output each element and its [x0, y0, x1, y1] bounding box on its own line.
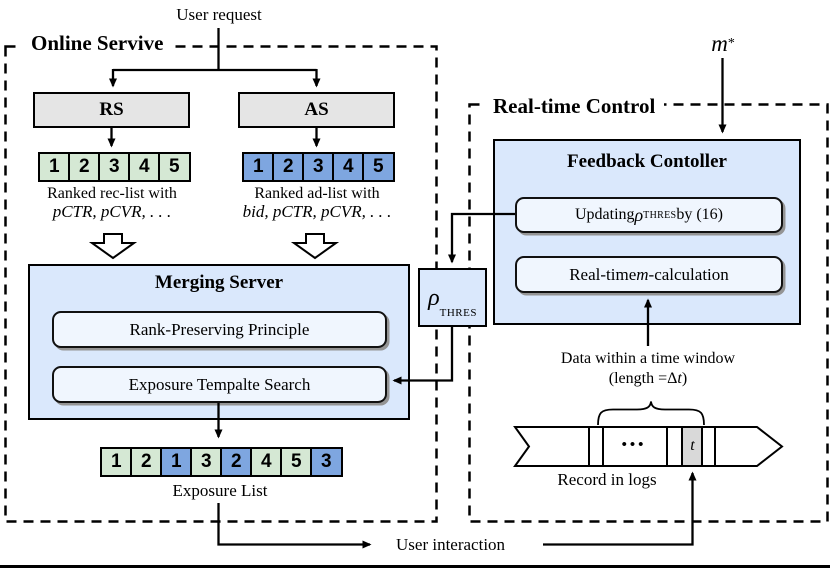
- as-box: AS: [238, 92, 395, 128]
- delta-symbol: Δ: [667, 370, 678, 387]
- updating-text-pre: Updating: [574, 206, 635, 223]
- list-cell: 5: [158, 152, 191, 182]
- list-cell: 2: [130, 447, 163, 477]
- updating-text-post: by (16): [676, 206, 723, 223]
- rec-caption-line1: Ranked rec-list with: [47, 185, 177, 202]
- list-cell: 3: [310, 447, 343, 477]
- rho-subscript: THRES: [439, 307, 477, 319]
- mcalc-text-pre: Real-time: [569, 264, 637, 284]
- time-window-brace: [597, 401, 705, 426]
- time-window-caption-line1: Data within a time window: [560, 350, 736, 367]
- m-star-label: m*: [698, 31, 748, 57]
- ad-caption-line1: Ranked ad-list with: [254, 185, 380, 202]
- m-star-base: m: [711, 31, 728, 56]
- updating-rho-symbol: ρ: [634, 204, 644, 225]
- exposure-template-module: Exposure Tempalte Search: [52, 366, 387, 403]
- list-cell: 4: [332, 152, 365, 182]
- list-cell: 2: [220, 447, 253, 477]
- merging-server-title: Merging Server: [154, 272, 284, 293]
- list-cell: 2: [272, 152, 305, 182]
- list-cell: 2: [68, 152, 101, 182]
- list-cell: 4: [128, 152, 161, 182]
- updating-rho-subscript: THRES: [643, 209, 677, 221]
- log-band-t-label: t: [690, 437, 695, 454]
- length-text-pre: (length =: [608, 370, 668, 387]
- list-cell: 4: [250, 447, 283, 477]
- feedback-controller-title: Feedback Contoller: [567, 151, 727, 172]
- mcalc-m-symbol: m: [636, 264, 649, 284]
- list-cell: 1: [100, 447, 133, 477]
- log-band-ellipsis: •••: [621, 437, 647, 453]
- mcalc-text-post: -calculation: [648, 264, 729, 284]
- list-cell: 5: [280, 447, 313, 477]
- block-arrow-rec-icon: [88, 233, 138, 260]
- m-star-sup: *: [727, 36, 735, 51]
- user-interaction-label: User interaction: [396, 535, 506, 554]
- list-cell: 5: [362, 152, 395, 182]
- list-cell: 3: [98, 152, 131, 182]
- record-in-logs-caption: Record in logs: [557, 470, 657, 489]
- arrow-to-user-interaction: [217, 503, 372, 549]
- user-request-label: User request: [176, 5, 262, 24]
- rs-box: RS: [33, 92, 190, 128]
- list-cell: 1: [160, 447, 193, 477]
- rec-caption-line2: pCTR, pCVR, . . .: [52, 202, 172, 221]
- rho-symbol: ρ: [428, 284, 440, 311]
- m-calculation-module: Real-time m-calculation: [515, 256, 783, 293]
- list-cell: 3: [302, 152, 335, 182]
- rank-preserving-module: Rank-Preserving Principle: [52, 311, 387, 348]
- ad-caption-line2: bid, pCTR, pCVR, . . .: [242, 202, 392, 221]
- realtime-control-label: Real-time Control: [484, 93, 665, 119]
- list-cell: 1: [38, 152, 71, 182]
- online-service-label: Online Servive: [22, 30, 173, 56]
- exposure-list-caption: Exposure List: [172, 481, 268, 500]
- length-text-post: ): [681, 370, 688, 387]
- list-cell: 1: [242, 152, 275, 182]
- block-arrow-ad-icon: [290, 233, 340, 260]
- bottom-rule: [0, 565, 830, 568]
- list-cell: 3: [190, 447, 223, 477]
